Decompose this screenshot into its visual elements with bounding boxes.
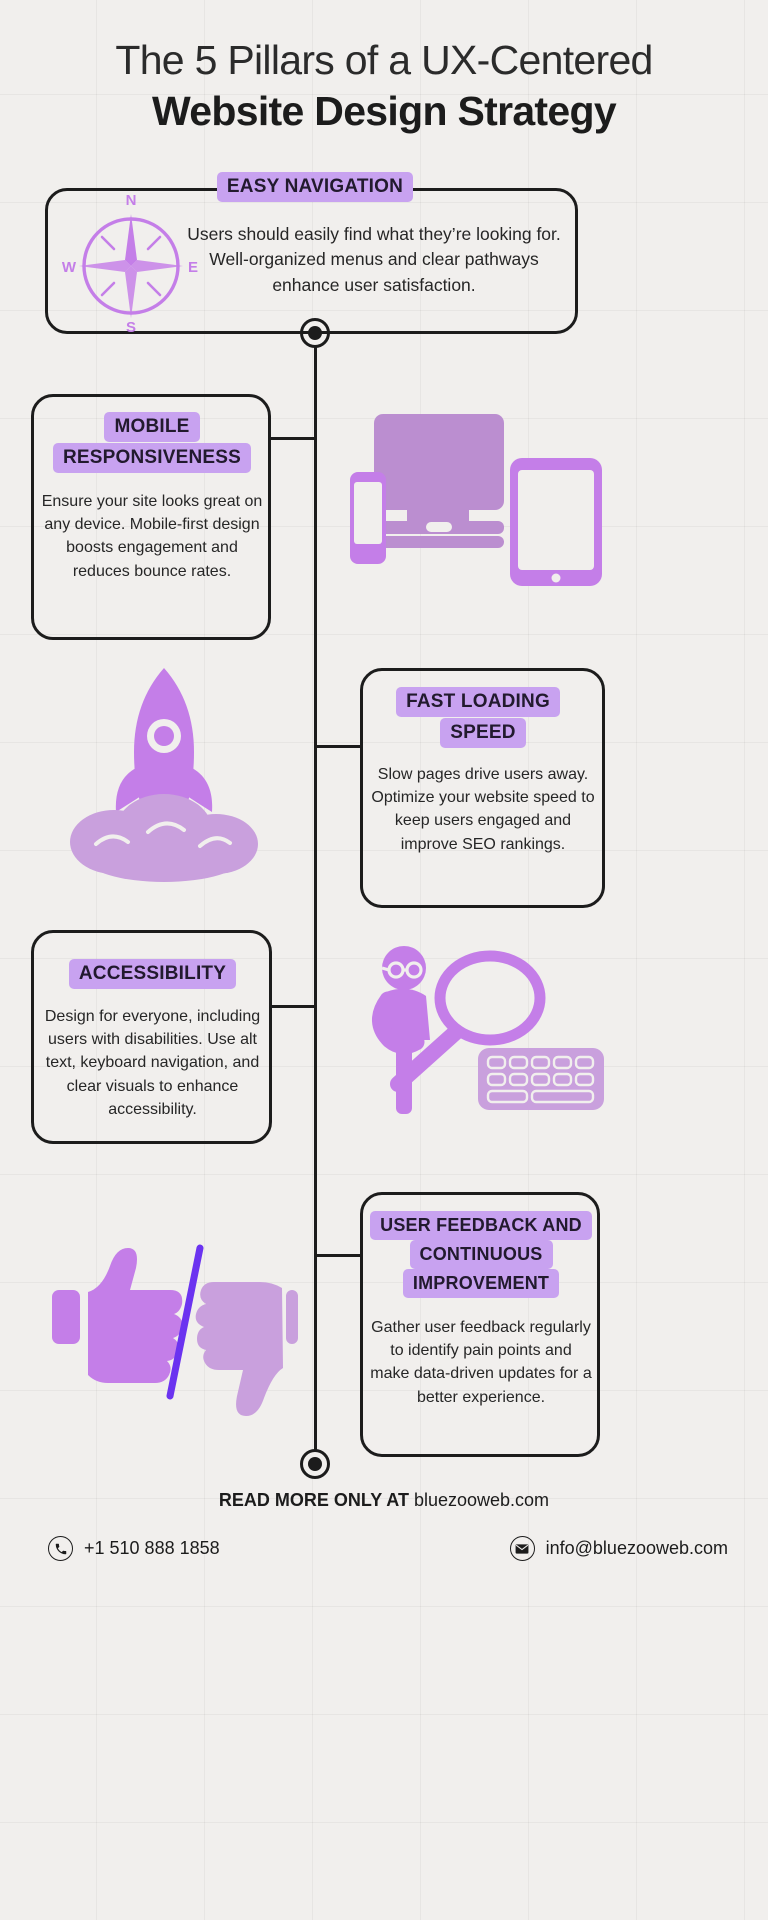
website-link[interactable]: bluezooweb.com	[413, 1490, 550, 1510]
badge-mobile-responsiveness-label: MOBILE RESPONSIVENESS	[52, 412, 252, 473]
svg-text:S: S	[126, 319, 136, 334]
svg-text:E: E	[188, 259, 198, 276]
read-more-label: READ MORE ONLY AT	[218, 1490, 409, 1510]
contact-email[interactable]: info@bluezooweb.com	[509, 1536, 728, 1561]
read-more-line: READ MORE ONLY AT bluezooweb.com	[0, 1490, 768, 1511]
phone-number: +1 510 888 1858	[84, 1538, 220, 1558]
title-line-2: Website Design Strategy	[152, 88, 617, 135]
envelope-icon	[509, 1536, 535, 1561]
card-fast-loading-speed	[360, 668, 605, 908]
contact-row: +1 510 888 1858 info@bluezooweb.com	[48, 1536, 728, 1561]
badge-user-feedback: USER FEEDBACK AND CONTINUOUS IMPROVEMENT	[370, 1211, 592, 1299]
connector-accessibility	[270, 1005, 317, 1008]
svg-text:N: N	[126, 192, 137, 209]
body-easy-navigation: Users should easily find what they’re lo…	[187, 224, 561, 295]
devices-icon	[348, 410, 610, 600]
body-user-feedback: Gather user feedback regularly to identi…	[370, 1319, 592, 1406]
badge-accessibility: ACCESSIBILITY	[40, 959, 265, 990]
compass-icon: N E S W	[62, 192, 200, 339]
connector-feedback	[316, 1254, 362, 1257]
connector-mobile	[270, 437, 317, 440]
badge-fast-loading-speed-label: FAST LOADING SPEED	[396, 687, 560, 748]
card-accessibility	[31, 930, 272, 1144]
email-address: info@bluezooweb.com	[545, 1538, 728, 1558]
body-fast-loading-speed: Slow pages drive users away. Optimize yo…	[371, 766, 595, 853]
badge-mobile-responsiveness: MOBILE RESPONSIVENESS	[38, 412, 266, 474]
badge-fast-loading-speed: FAST LOADING SPEED	[370, 687, 596, 749]
phone-icon	[48, 1536, 73, 1561]
svg-text:W: W	[62, 259, 77, 276]
card-user-feedback	[360, 1192, 600, 1457]
person-magnifier-icon	[352, 944, 604, 1129]
thumbs-up-down-icon	[48, 1218, 298, 1423]
rocket-icon	[44, 662, 284, 887]
footer: READ MORE ONLY AT bluezooweb.com	[0, 1490, 768, 1511]
body-accessibility: Design for everyone, including users wit…	[44, 1008, 261, 1118]
body-mobile-responsiveness: Ensure your site looks great on any devi…	[41, 493, 263, 580]
badge-easy-navigation: EASY NAVIGATION	[205, 172, 425, 203]
timeline-node-bottom	[300, 1449, 330, 1479]
title-line-1: The 5 Pillars of a UX-Centered	[115, 37, 653, 83]
connector-fast	[316, 745, 362, 748]
badge-user-feedback-label: USER FEEDBACK AND CONTINUOUS IMPROVEMENT	[370, 1211, 592, 1299]
card-mobile-responsiveness	[31, 394, 271, 640]
badge-easy-navigation-label: EASY NAVIGATION	[216, 172, 414, 202]
page-title: The 5 Pillars of a UX-Centered Website D…	[0, 36, 768, 138]
timeline-spine	[314, 334, 317, 1470]
badge-accessibility-label: ACCESSIBILITY	[68, 959, 237, 989]
contact-phone[interactable]: +1 510 888 1858	[48, 1536, 220, 1561]
